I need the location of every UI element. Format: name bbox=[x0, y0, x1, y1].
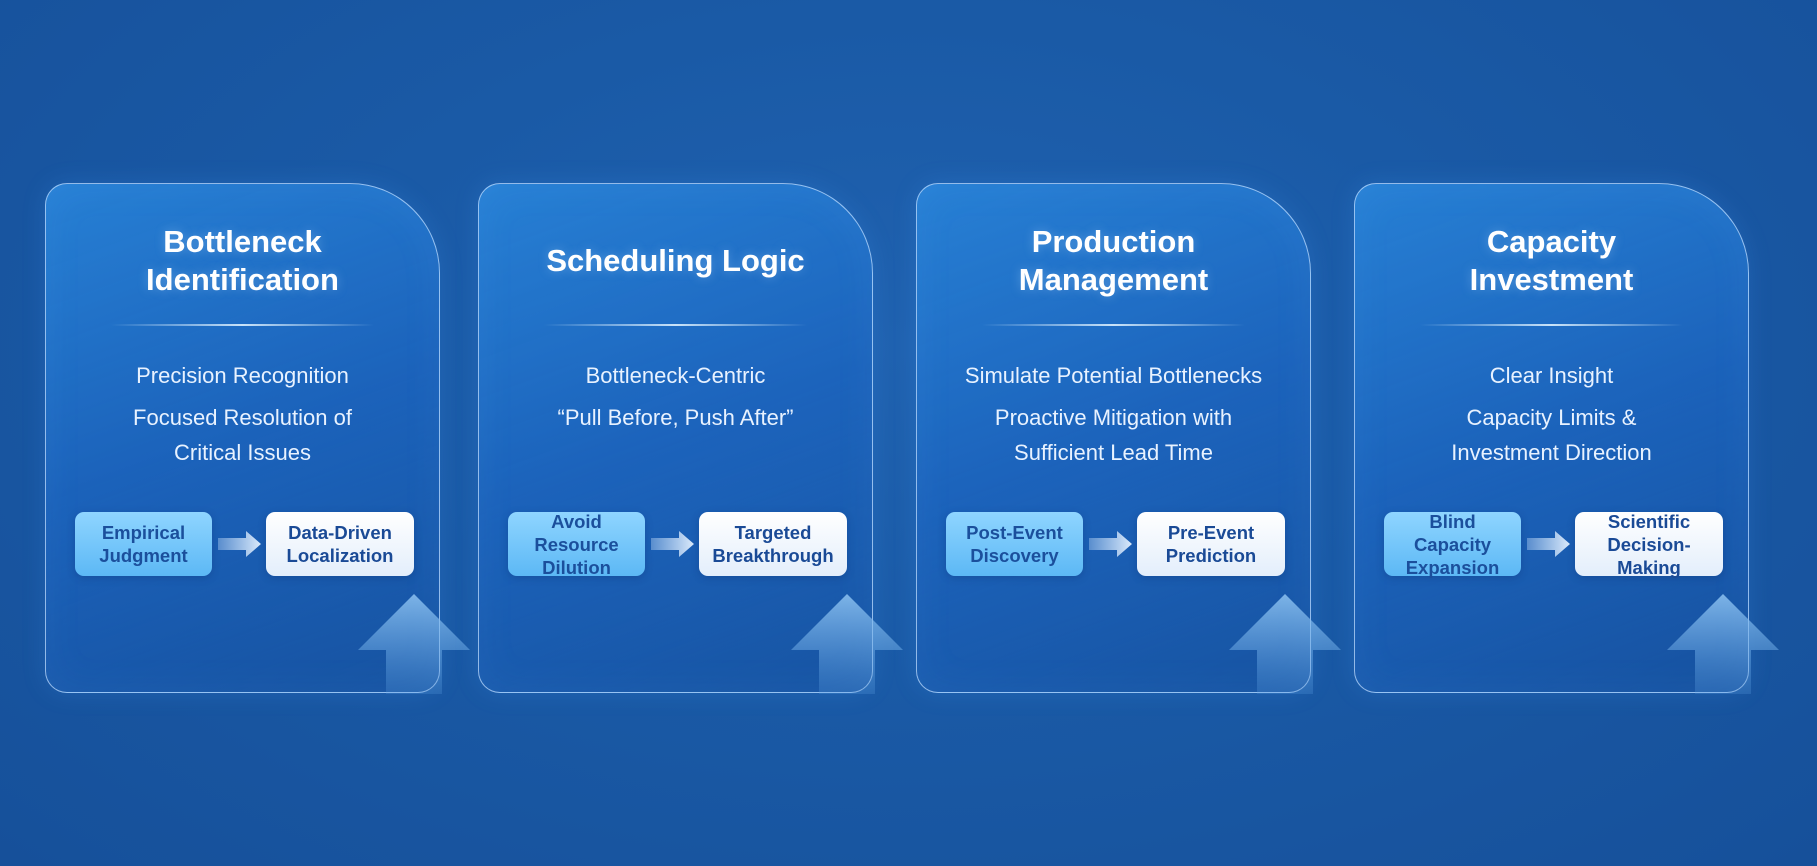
to-pill: Targeted Breakthrough bbox=[699, 512, 847, 576]
card-subtitle: Simulate Potential Bottlenecks bbox=[964, 363, 1263, 388]
up-arrow-icon bbox=[1229, 594, 1341, 694]
right-arrow-icon bbox=[1527, 531, 1570, 557]
right-arrow-icon bbox=[651, 531, 694, 557]
divider bbox=[544, 324, 807, 326]
card-title: Bottleneck Identification bbox=[146, 224, 339, 297]
from-pill: Avoid Resource Dilution bbox=[508, 511, 645, 578]
card-subtitle: Precision Recognition bbox=[136, 363, 349, 388]
card-subtitle: Bottleneck-Centric bbox=[585, 363, 766, 388]
card-description: Focused Resolution of Critical Issues bbox=[133, 405, 352, 465]
card-description: “Pull Before, Push After” bbox=[557, 405, 794, 430]
card-capacity-investment: Capacity Investment Clear Insight Capaci… bbox=[1354, 183, 1779, 694]
divider bbox=[982, 324, 1245, 326]
to-pill: Data-Driven Localization bbox=[266, 512, 414, 576]
card-title: Capacity Investment bbox=[1469, 224, 1634, 297]
card-subtitle: Clear Insight bbox=[1489, 363, 1614, 388]
from-pill: Post-Event Discovery bbox=[946, 512, 1083, 576]
card-scheduling-logic: Scheduling Logic Bottleneck-Centric “Pul… bbox=[478, 183, 903, 694]
from-pill: Empirical Judgment bbox=[75, 512, 212, 576]
card-production-management: Production Management Simulate Potential… bbox=[916, 183, 1341, 694]
divider bbox=[111, 324, 374, 326]
up-arrow-icon bbox=[791, 594, 903, 694]
card-description: Capacity Limits & Investment Direction bbox=[1451, 405, 1652, 465]
to-pill: Scientific Decision-Making bbox=[1575, 511, 1723, 578]
divider bbox=[1420, 324, 1683, 326]
up-arrow-icon bbox=[358, 594, 470, 694]
from-pill: Blind Capacity Expansion bbox=[1384, 511, 1521, 578]
to-pill: Pre-Event Prediction bbox=[1137, 512, 1285, 576]
card-bottleneck-identification: Bottleneck Identification Precision Reco… bbox=[45, 183, 470, 694]
up-arrow-icon bbox=[1667, 594, 1779, 694]
card-description: Proactive Mitigation with Sufficient Lea… bbox=[994, 405, 1233, 465]
right-arrow-icon bbox=[218, 531, 261, 557]
card-title: Production Management bbox=[1018, 224, 1209, 297]
card-title: Scheduling Logic bbox=[546, 243, 805, 278]
right-arrow-icon bbox=[1089, 531, 1132, 557]
